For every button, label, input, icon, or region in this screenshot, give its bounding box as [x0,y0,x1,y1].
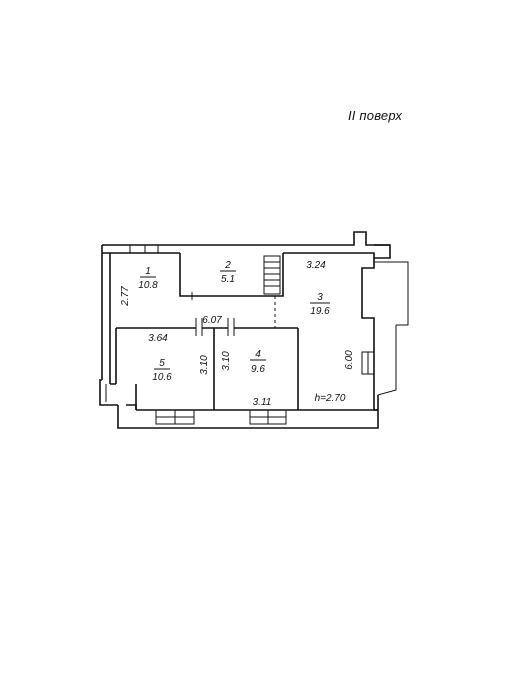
window-bottom-right [249,409,287,425]
svg-text:9.6: 9.6 [251,364,265,375]
svg-text:19.6: 19.6 [310,306,330,317]
dimension-3-10-right: 3.10 [221,351,232,371]
window-right [361,351,375,375]
svg-text:1: 1 [145,266,151,277]
room-label-4: 4 9.6 [250,349,266,375]
dimension-6-07: 6.07 [202,315,222,326]
dimension-3-24: 3.24 [306,260,326,271]
window-bottom-left [155,409,195,425]
dimension-6-00: 6.00 [344,350,355,370]
svg-text:5: 5 [159,358,165,369]
window-top [129,245,159,253]
svg-text:3: 3 [317,292,323,303]
svg-text:10.8: 10.8 [138,280,158,291]
room-label-2: 2 5.1 [220,260,236,285]
dimension-3-64: 3.64 [148,333,168,344]
svg-text:4: 4 [255,349,261,360]
room-label-3: 3 19.6 [310,292,330,317]
dimension-3-11: 3.11 [253,397,272,408]
room-2-walls [179,253,284,297]
room-label-1: 1 10.8 [138,266,158,291]
svg-text:5.1: 5.1 [221,274,235,285]
window-left [99,384,107,402]
dimension-3-10-left: 3.10 [199,355,210,375]
dimension-2-77: 2.77 [120,286,131,307]
svg-text:10.6: 10.6 [152,372,172,383]
room-label-5: 5 10.6 [152,358,172,383]
ceiling-height: h=2.70 [315,393,346,404]
interior-walls [115,292,299,410]
floor-title: II поверх [348,108,403,123]
svg-text:2: 2 [224,260,231,271]
